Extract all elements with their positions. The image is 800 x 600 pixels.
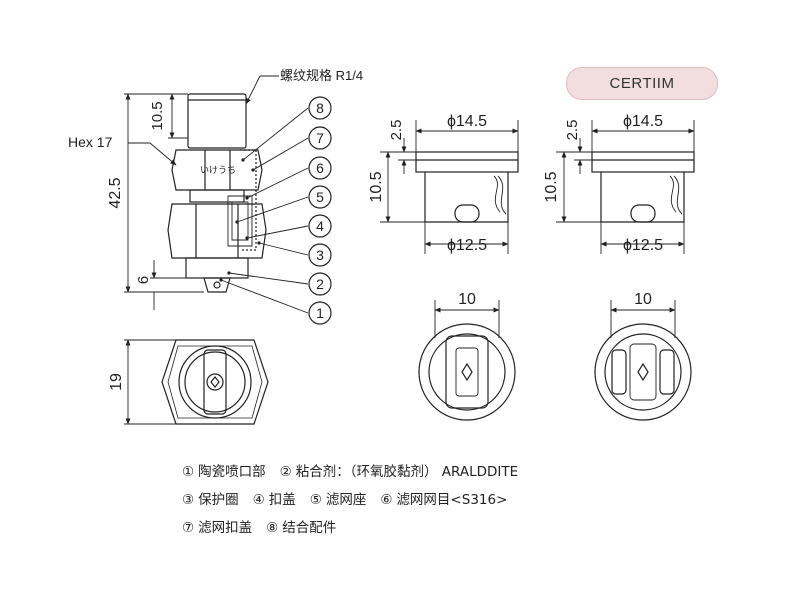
dim-phi-12-5-b: ϕ12.5 (623, 237, 663, 254)
filter-cap-side-view-b (591, 151, 695, 223)
dim-10-5-b: 10.5 (543, 171, 560, 202)
callout-2: 2 (316, 276, 324, 292)
callout-circles (308, 96, 332, 325)
certification-badge: CERTIIM (566, 67, 718, 100)
dim-10-5-a: 10.5 (368, 171, 385, 202)
callout-5: 5 (316, 189, 324, 205)
callout-7: 7 (316, 130, 324, 146)
thread-spec-label: 螺纹规格 R1/4 (280, 68, 363, 83)
hex-label: Hex 17 (68, 134, 113, 150)
callout-4: 4 (316, 218, 324, 234)
stamp-text: いけうち (200, 165, 236, 175)
dim-6: 6 (135, 276, 152, 284)
callout-8: 8 (316, 100, 324, 116)
dim-2-5-a: 2.5 (388, 120, 405, 141)
callout-3: 3 (316, 247, 324, 263)
dim-19: 19 (108, 373, 125, 391)
dim-10-b: 10 (634, 291, 652, 308)
callout-6: 6 (316, 160, 324, 176)
dim-10-5-side: 10.5 (149, 101, 166, 130)
nozzle-side-view (167, 93, 267, 293)
dim-42-5: 42.5 (107, 177, 124, 208)
dim-2-5-b: 2.5 (564, 120, 581, 141)
filter-cap-top-view-a (418, 323, 516, 421)
dim-phi-14-5-b: ϕ14.5 (623, 113, 663, 130)
filter-cap-side-view-a (415, 151, 519, 223)
nozzle-hex-bottom-view (161, 339, 269, 425)
dim-phi-12-5-a: ϕ12.5 (447, 237, 487, 254)
dim-10-a: 10 (458, 291, 476, 308)
filter-cap-top-view-b (594, 323, 692, 421)
callout-1: 1 (316, 305, 324, 321)
dim-phi-14-5-a: ϕ14.5 (447, 113, 487, 130)
